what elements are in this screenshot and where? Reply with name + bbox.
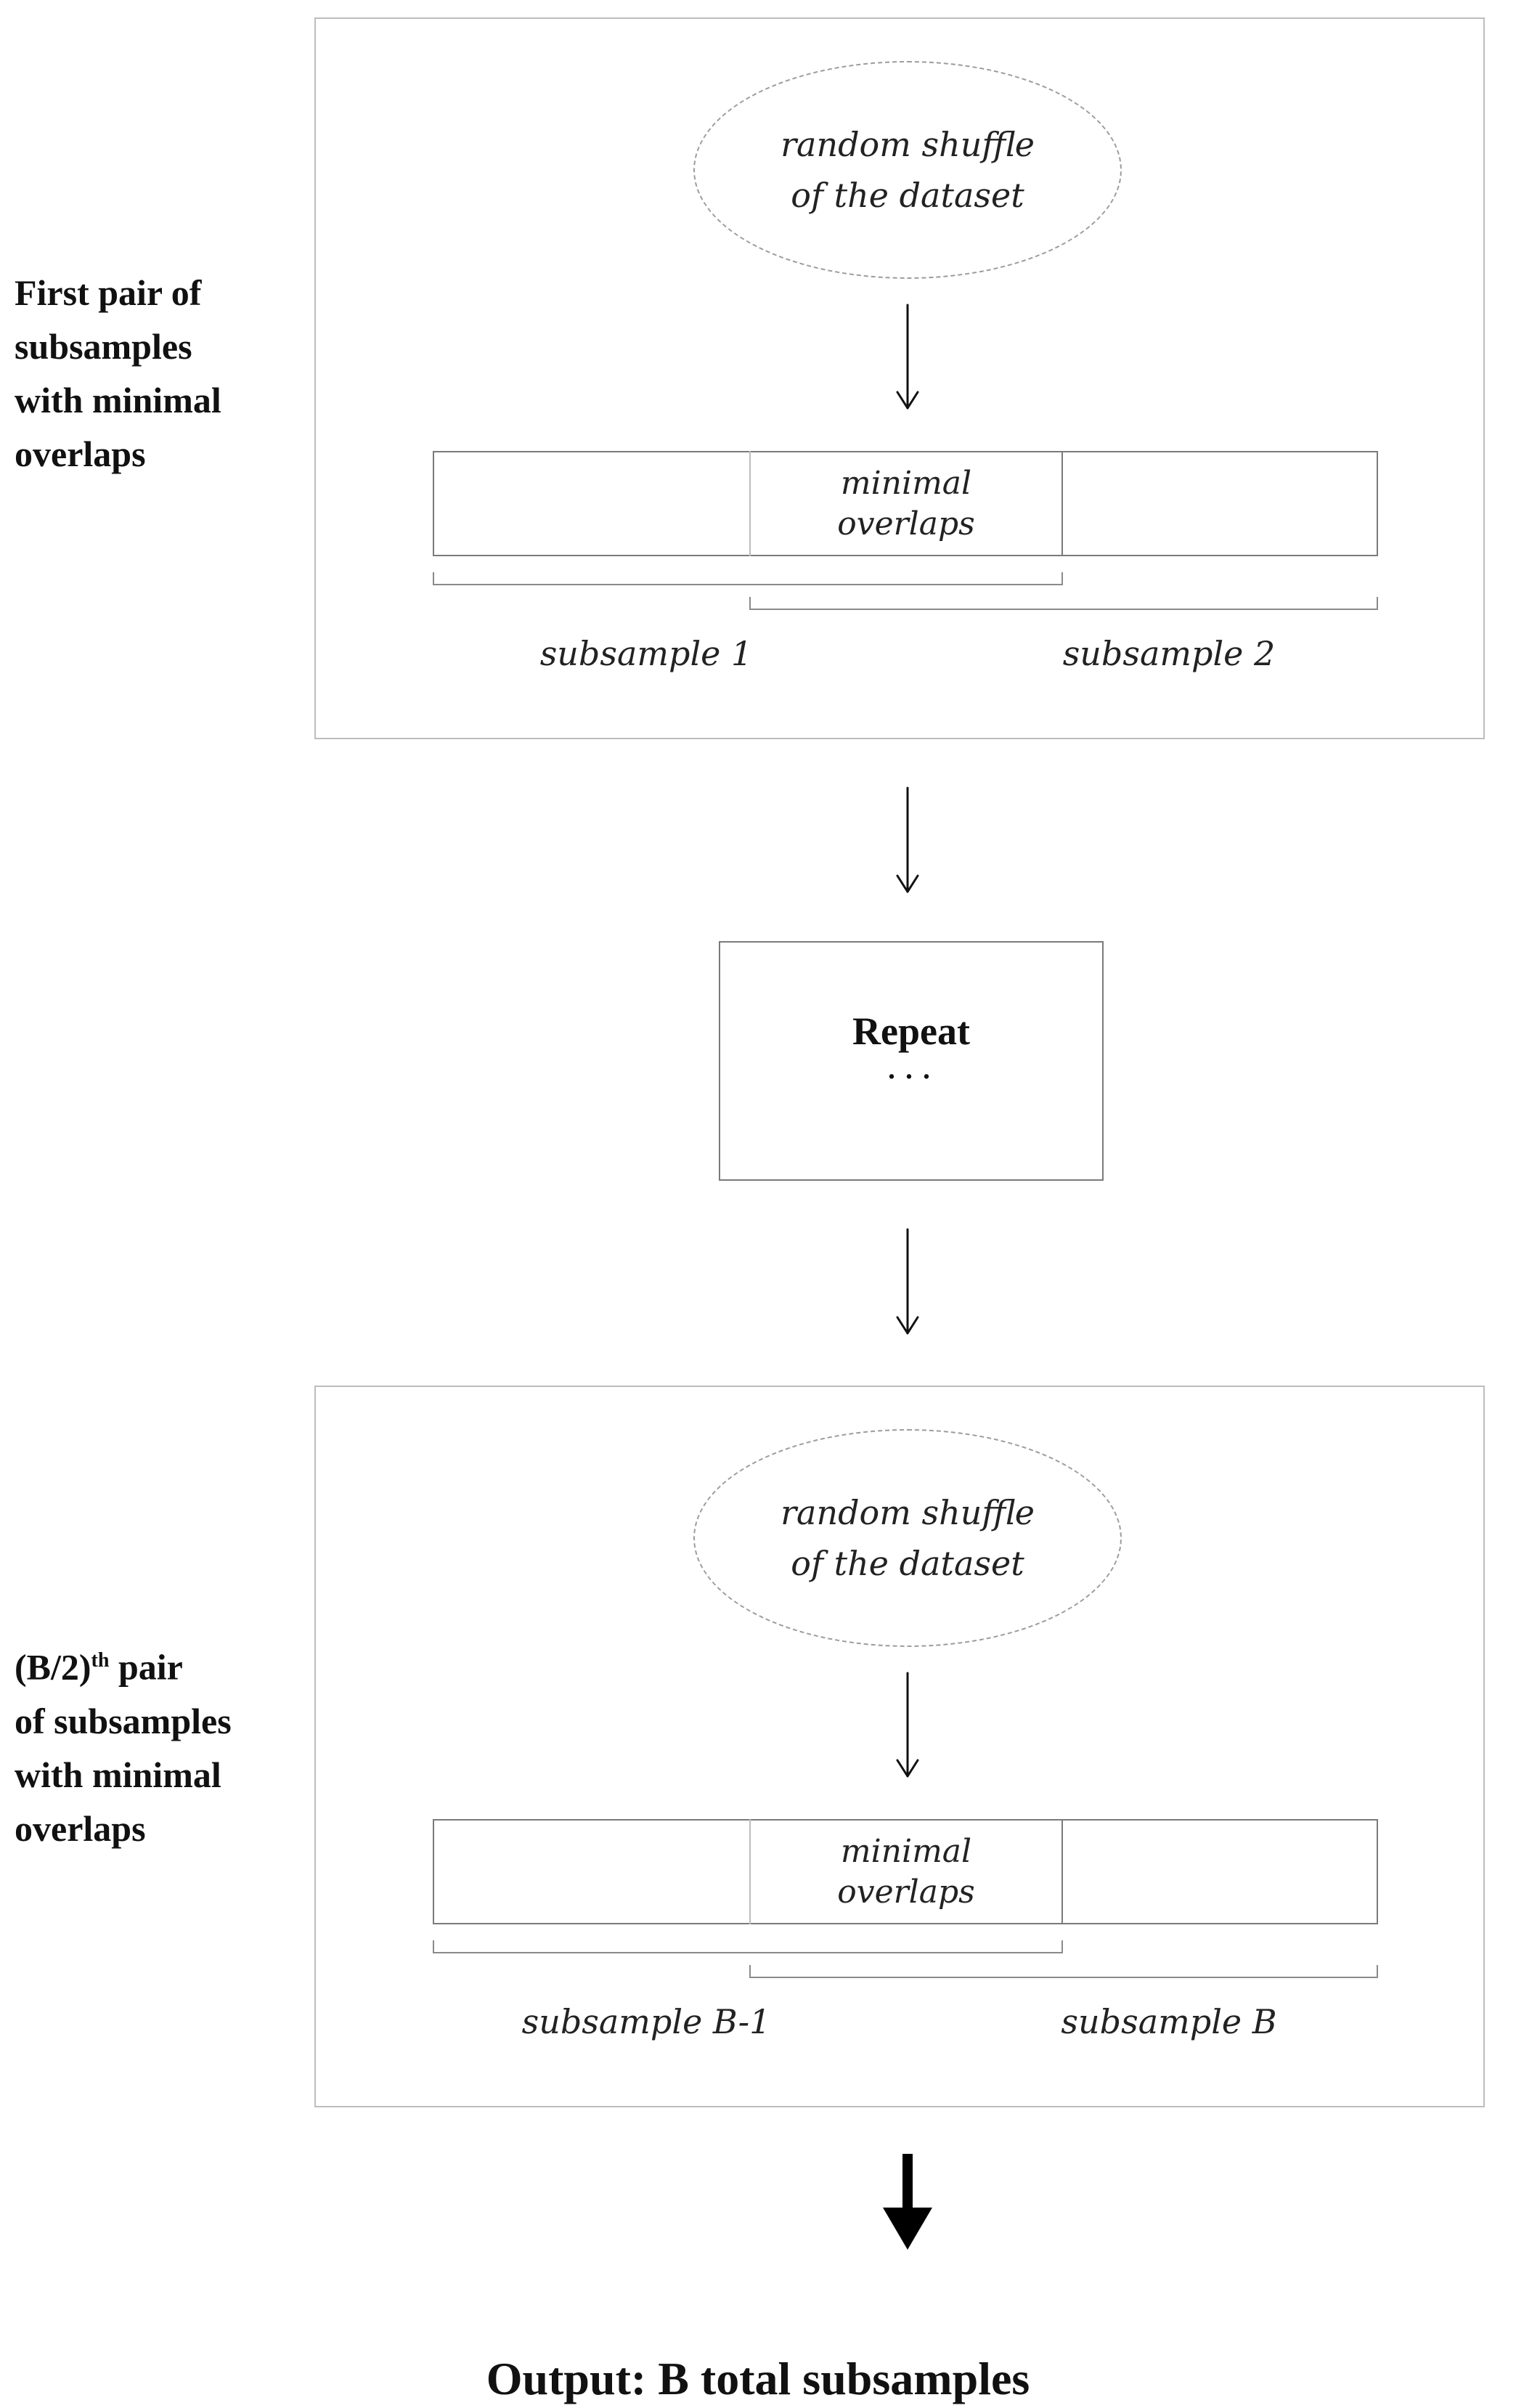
last-subsample-b-label: subsample B	[1061, 2002, 1277, 2041]
bold-down-arrow-icon	[883, 2154, 932, 2250]
repeat-ellipsis: ···	[885, 1054, 937, 1098]
last-overlap-segment	[749, 1819, 1063, 1924]
last-shuffle-line: of the dataset	[791, 1544, 1024, 1583]
last-overlap-line: overlaps	[837, 1874, 975, 1911]
down-arrow-icon	[896, 1672, 919, 1778]
first-overlap-line: overlaps	[837, 505, 975, 542]
first-shuffle-line: of the dataset	[791, 176, 1024, 215]
last-subsample-b-1-bracket	[433, 1940, 1063, 1953]
first-shuffle-text: random shuffle of the dataset	[693, 119, 1122, 221]
last-pair-label: (B/2)th pair of subsamples with minimal …	[15, 1634, 319, 1855]
down-arrow-icon	[896, 1228, 919, 1335]
last-shuffle-text: random shuffle of the dataset	[693, 1487, 1122, 1589]
repeat-box	[719, 941, 1104, 1181]
first-subsample-1-bracket	[433, 572, 1063, 585]
last-overlap-line: minimal	[840, 1833, 972, 1870]
last-pair-label-line: with minimal	[15, 1754, 221, 1795]
first-overlap-text: minimal overlaps	[749, 463, 1063, 545]
last-shuffle-line: random shuffle	[781, 1493, 1035, 1532]
last-pair-label-suffix: pair	[109, 1646, 183, 1688]
last-pair-label-prefix: (B/2)	[15, 1646, 91, 1688]
first-pair-label-line: with minimal	[15, 380, 221, 420]
first-overlap-segment	[749, 451, 1063, 556]
last-overlap-text: minimal overlaps	[749, 1831, 1063, 1913]
last-shuffle-ellipse	[693, 1429, 1122, 1647]
last-pair-label-line: of subsamples	[15, 1700, 232, 1741]
first-dataset-bar	[433, 451, 1378, 556]
last-subsample-b-1-label: subsample B-1	[521, 2002, 771, 2041]
last-pair-label-line: overlaps	[15, 1807, 146, 1849]
repeat-title: Repeat	[852, 1009, 970, 1053]
first-shuffle-ellipse	[693, 61, 1122, 279]
first-pair-label-line: First pair of	[15, 272, 202, 313]
first-subsample-2-label: subsample 2	[1062, 634, 1276, 673]
last-pair-label-sup: th	[91, 1649, 110, 1672]
first-overlap-line: minimal	[840, 465, 972, 502]
first-shuffle-line: random shuffle	[781, 125, 1035, 164]
first-pair-label-line: subsamples	[15, 326, 192, 367]
first-subsample-1-label: subsample 1	[539, 634, 753, 673]
first-subsample-2-bracket	[749, 597, 1378, 610]
last-dataset-bar	[433, 1819, 1378, 1924]
last-subsample-b-bracket	[749, 1965, 1378, 1978]
output-label: Output: B total subsamples	[486, 2353, 1030, 2404]
last-pair-label-line: (B/2)th pair	[15, 1634, 319, 1694]
down-arrow-icon	[896, 786, 919, 893]
first-pair-label-line: overlaps	[15, 434, 146, 474]
first-pair-label: First pair of subsamples with minimal ov…	[15, 266, 319, 481]
down-arrow-icon	[896, 304, 919, 410]
